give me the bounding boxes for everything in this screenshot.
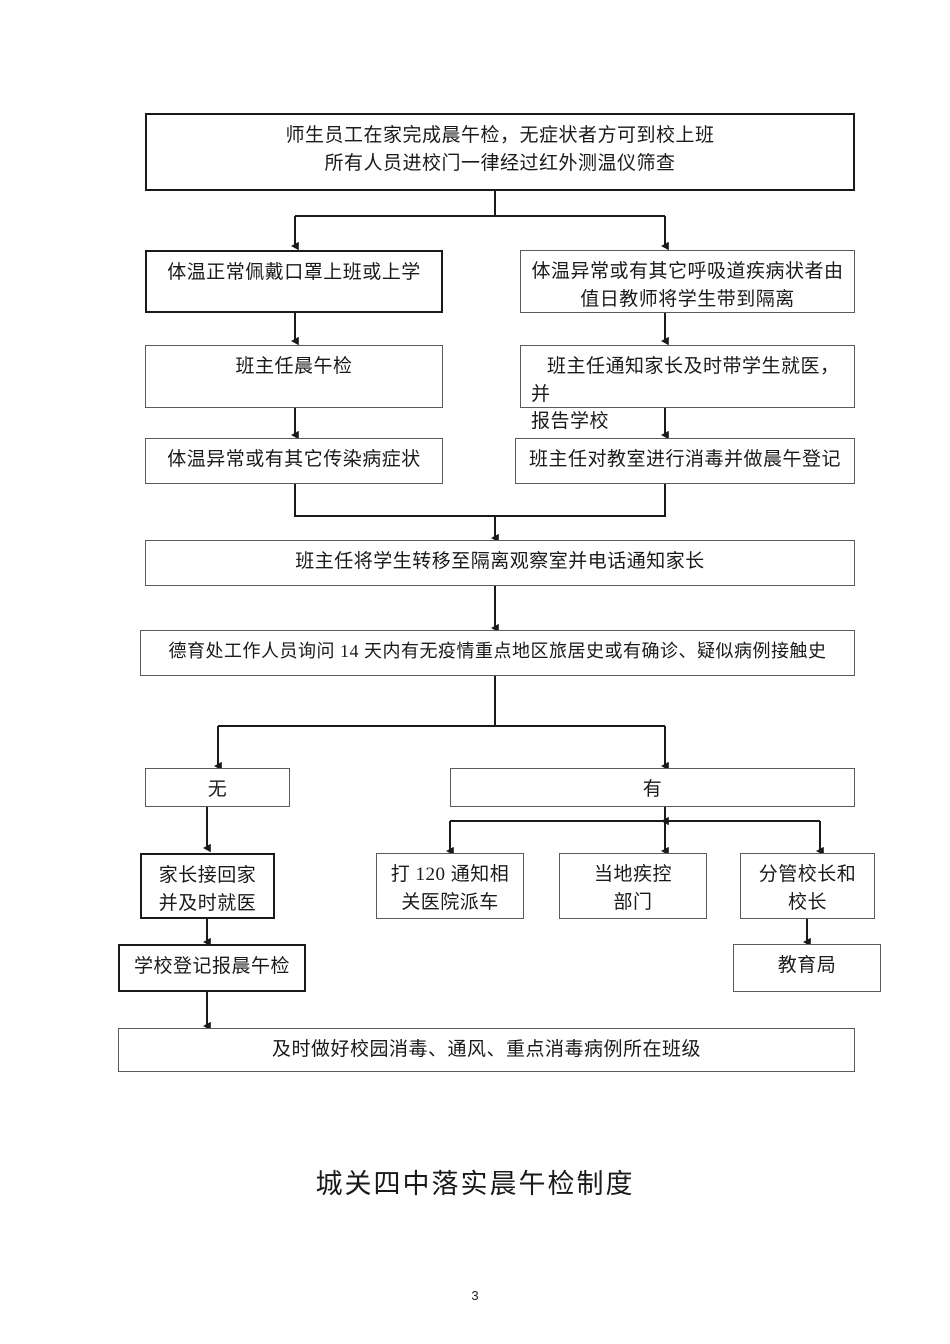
node-n8-label: 班主任将学生转移至隔离观察室并电话通知家长: [295, 551, 705, 572]
node-n9-label: 德育处工作人员询问 14 天内有无疫情重点地区旅居史或有确诊、疑似病例接触史: [168, 641, 827, 661]
edge-n6-n8: [294, 484, 499, 543]
node-n10-label: 无: [207, 779, 228, 800]
node-n17[interactable]: 教育局: [733, 944, 881, 992]
node-n2-label: 体温正常佩戴口罩上班或上学: [167, 262, 421, 283]
node-n4-label: 班主任晨午检: [235, 356, 353, 377]
node-n16-label: 学校登记报晨午检: [133, 956, 290, 977]
node-n11-label: 有: [642, 779, 663, 800]
node-n9[interactable]: 德育处工作人员询问 14 天内有无疫情重点地区旅居史或有确诊、疑似病例接触史: [140, 630, 855, 676]
node-n6-label: 体温异常或有其它传染病症状: [167, 449, 421, 470]
node-n15[interactable]: 分管校长和 校长: [740, 853, 875, 919]
node-n15-label: 分管校长和 校长: [758, 864, 857, 913]
node-n18-label: 及时做好校园消毒、通风、重点消毒病例所在班级: [271, 1039, 701, 1060]
node-n2[interactable]: 体温正常佩戴口罩上班或上学: [145, 250, 443, 313]
node-n12-label: 家长接回家 并及时就医: [158, 865, 257, 914]
node-n11[interactable]: 有: [450, 768, 855, 807]
node-n5-label: 班主任通知家长及时带学生就医，并 报告学校: [531, 356, 840, 433]
node-n14-label: 当地疾控 部门: [593, 864, 672, 913]
node-n7[interactable]: 班主任对教室进行消毒并做晨午登记: [515, 438, 855, 484]
node-n10[interactable]: 无: [145, 768, 290, 807]
node-n12[interactable]: 家长接回家 并及时就医: [140, 853, 275, 919]
node-n6[interactable]: 体温异常或有其它传染病症状: [145, 438, 443, 484]
node-n8[interactable]: 班主任将学生转移至隔离观察室并电话通知家长: [145, 540, 855, 586]
node-n4[interactable]: 班主任晨午检: [145, 345, 443, 408]
node-n16[interactable]: 学校登记报晨午检: [118, 944, 306, 992]
node-n7-label: 班主任对教室进行消毒并做晨午登记: [528, 449, 841, 470]
node-n14[interactable]: 当地疾控 部门: [559, 853, 707, 919]
node-n5[interactable]: 班主任通知家长及时带学生就医，并 报告学校: [520, 345, 855, 432]
node-n13[interactable]: 打 120 通知相 关医院派车: [376, 853, 524, 919]
node-n1[interactable]: 师生员工在家完成晨午检，无症状者方可到校上班 所有人员进校门一律经过红外测温仪筛…: [145, 113, 855, 191]
node-n1-label: 师生员工在家完成晨午检，无症状者方可到校上班 所有人员进校门一律经过红外测温仪筛…: [285, 125, 715, 174]
node-n18[interactable]: 及时做好校园消毒、通风、重点消毒病例所在班级: [118, 1028, 855, 1072]
node-n3-label: 体温异常或有其它呼吸道疾病状者由 值日教师将学生带到隔离: [531, 261, 844, 310]
node-n3[interactable]: 体温异常或有其它呼吸道疾病状者由 值日教师将学生带到隔离: [520, 250, 855, 313]
node-n17-label: 教育局: [777, 955, 837, 976]
document-title: 城关四中落实晨午检制度: [315, 1169, 635, 1199]
page-number: 3: [471, 1288, 479, 1303]
node-n13-label: 打 120 通知相 关医院派车: [390, 864, 510, 913]
edge-n7-merge: [495, 484, 666, 517]
